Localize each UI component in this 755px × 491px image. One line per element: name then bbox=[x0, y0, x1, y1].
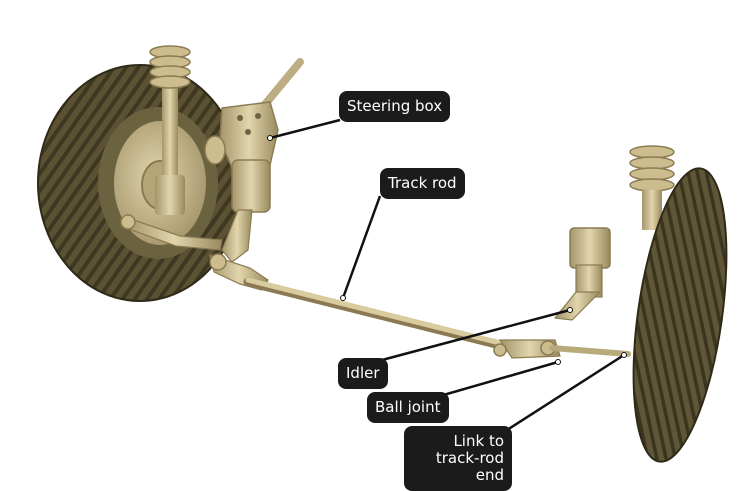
label-link-line1: Link to bbox=[453, 432, 504, 450]
leader-ball-joint bbox=[432, 360, 559, 400]
leader-steering-box bbox=[269, 118, 341, 140]
label-steering-box: Steering box bbox=[339, 91, 451, 122]
leader-link bbox=[506, 353, 625, 432]
steering-box bbox=[204, 58, 304, 263]
leader-idler bbox=[381, 308, 571, 362]
label-link-to-track-rod-end: Link to track-rod end bbox=[404, 426, 512, 491]
idler-bracket bbox=[493, 227, 631, 359]
leader-lines bbox=[269, 118, 625, 432]
label-ball-joint: Ball joint bbox=[367, 392, 449, 423]
right-spring bbox=[629, 145, 675, 230]
left-spring-strut bbox=[149, 45, 191, 215]
leader-track-rod bbox=[341, 195, 382, 299]
leader-dots bbox=[267, 135, 627, 365]
right-wheel bbox=[632, 167, 728, 463]
label-idler: Idler bbox=[338, 358, 388, 389]
label-link-line2: track-rod end bbox=[435, 449, 504, 484]
label-track-rod: Track rod bbox=[380, 168, 465, 199]
track-rod-shape bbox=[243, 277, 525, 355]
